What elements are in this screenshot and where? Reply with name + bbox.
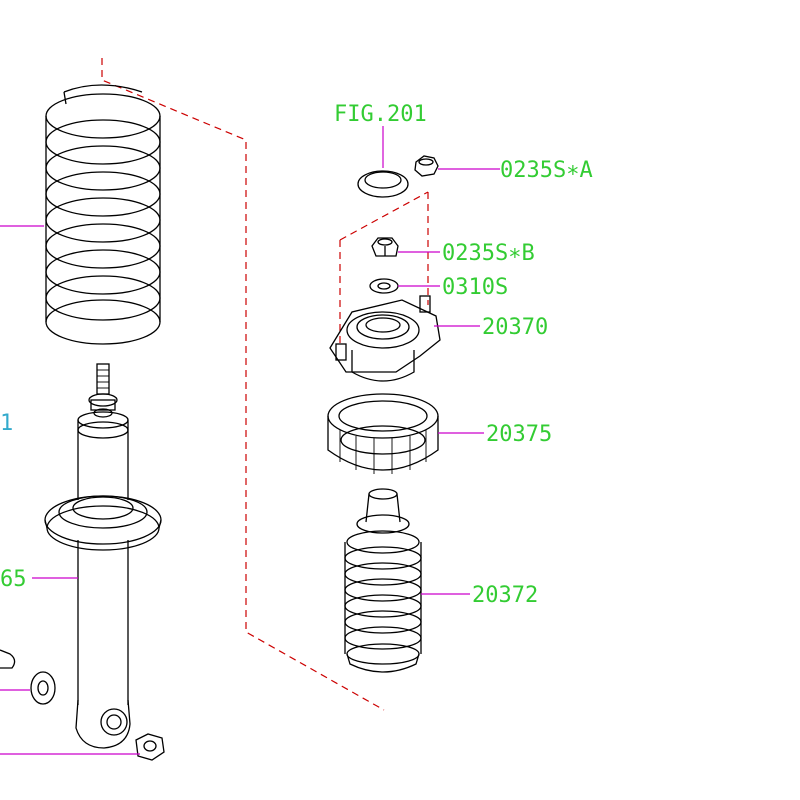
nut-b [371, 237, 399, 257]
upper-spring-seat [327, 393, 439, 474]
assembly-dashed-lines [101, 58, 429, 711]
label-20372: 20372 [472, 583, 538, 608]
strut-mount [329, 295, 441, 382]
label-edge-1: 1 [0, 411, 13, 436]
label-0235s-b: 0235S∗B [442, 241, 535, 266]
label-fig201: FIG.201 [334, 102, 427, 127]
label-20375: 20375 [486, 422, 552, 447]
leader-lines [0, 126, 500, 755]
label-0310s: 0310S [442, 275, 508, 300]
coil-spring [45, 84, 161, 345]
dust-boot [344, 488, 422, 673]
nut-a [414, 155, 439, 177]
washer [369, 278, 399, 294]
label-65: 65 [0, 567, 27, 592]
shock-absorber [44, 363, 162, 749]
dust-cap [357, 170, 409, 198]
label-0235s-a: 0235S∗A [500, 158, 593, 183]
lower-hardware [0, 649, 165, 761]
label-20370: 20370 [482, 315, 548, 340]
